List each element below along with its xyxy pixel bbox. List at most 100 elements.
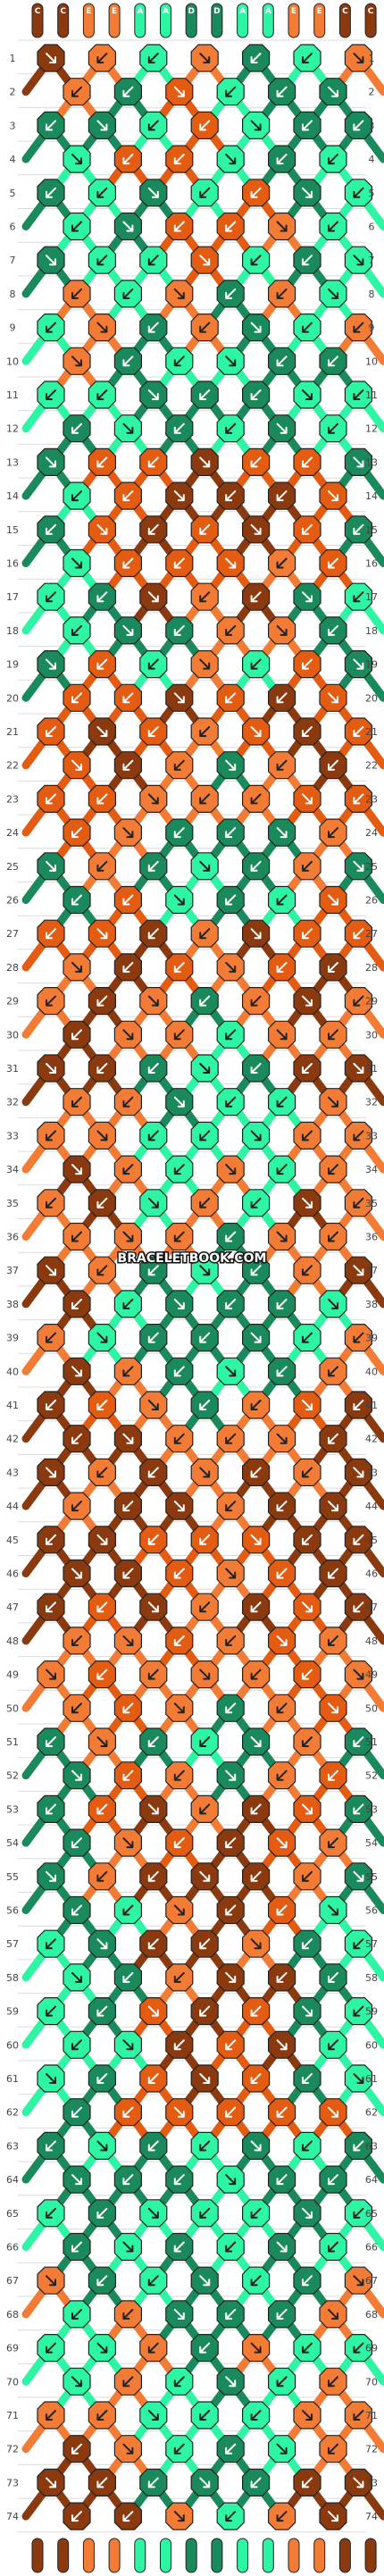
knot-arrow-icon: [173, 759, 185, 771]
knot: [268, 1222, 296, 1251]
knot-arrow-icon: [225, 490, 237, 502]
knot-arrow-icon: [353, 1803, 364, 1815]
row-number-right: 67: [365, 2275, 378, 2287]
row-number-right: 19: [365, 659, 378, 671]
knot-arrow-icon: [96, 1467, 108, 1478]
knot-arrow-icon: [328, 1231, 338, 1242]
knot-arrow-icon: [353, 456, 364, 468]
knot: [88, 582, 116, 611]
knot: [165, 347, 194, 375]
knot-arrow-icon: [122, 2376, 134, 2388]
row-number-left: 51: [6, 1736, 19, 1748]
knot: [88, 1121, 116, 1150]
knot-arrow-icon: [71, 1769, 82, 1781]
knot-arrow-icon: [46, 1938, 56, 1950]
row-number-right: 42: [365, 1434, 378, 1445]
knot: [88, 1929, 116, 1958]
knot: [88, 649, 116, 679]
knot-arrow-icon: [71, 1501, 82, 1512]
knot: [165, 885, 194, 915]
knot: [293, 2064, 321, 2093]
knot: [242, 2131, 271, 2160]
knot-arrow-icon: [276, 1769, 288, 1781]
knot: [88, 515, 116, 544]
knot: [63, 1492, 91, 1520]
knot: [165, 78, 194, 106]
knot-arrow-icon: [96, 456, 108, 468]
knot-arrow-icon: [122, 961, 134, 973]
row-number-left: 47: [6, 1602, 19, 1613]
row-number-left: 49: [6, 1669, 19, 1681]
knot: [319, 1222, 347, 1251]
knot: [344, 919, 372, 948]
knot-arrow-icon: [46, 1063, 56, 1074]
knot: [242, 1256, 271, 1284]
knot-arrow-icon: [173, 2511, 185, 2522]
knot: [216, 1492, 245, 1520]
knot-arrow-icon: [71, 1635, 82, 1646]
knot-arrow-icon: [328, 2376, 338, 2388]
knot-arrow-icon: [46, 860, 56, 872]
knot: [293, 246, 321, 274]
knot-arrow-icon: [328, 86, 338, 97]
knot: [242, 1391, 271, 1419]
knot: [268, 1627, 296, 1655]
knot: [165, 1559, 194, 1588]
knot: [88, 717, 116, 746]
strand-label: A: [137, 7, 143, 16]
knot-arrow-icon: [173, 1231, 185, 1242]
knot-arrow-icon: [353, 2275, 364, 2287]
strand-head: E: [288, 3, 300, 38]
knot: [344, 784, 372, 814]
knot: [190, 1189, 219, 1217]
knot-arrow-icon: [302, 187, 313, 198]
row-number-left: 19: [6, 659, 19, 671]
knot: [37, 1256, 65, 1284]
knot: [242, 1323, 271, 1352]
knot-arrow-icon: [276, 1837, 288, 1849]
knot: [293, 1054, 321, 1083]
knot: [293, 44, 321, 72]
strand-tail: [262, 2538, 274, 2573]
knot-arrow-icon: [276, 692, 288, 704]
knot-arrow-icon: [122, 692, 134, 704]
knot-arrow-icon: [71, 2511, 82, 2522]
knot: [242, 1929, 271, 1958]
knot: [268, 1963, 296, 1992]
knot-arrow-icon: [96, 1803, 108, 1815]
knot: [293, 986, 321, 1016]
knot: [344, 246, 372, 274]
knot: [319, 885, 347, 915]
knot: [139, 1794, 168, 1824]
knot-arrow-icon: [71, 86, 82, 97]
knot-arrow-icon: [96, 1063, 108, 1074]
knot: [319, 1761, 347, 1790]
knot-arrow-icon: [302, 1467, 313, 1478]
knot: [113, 953, 142, 982]
strand-head: C: [338, 3, 351, 38]
knot: [216, 1895, 245, 1925]
strand-label: E: [112, 7, 117, 16]
row-number-left: 29: [6, 996, 19, 1008]
knot-arrow-icon: [225, 1971, 237, 1983]
knot: [88, 2131, 116, 2160]
knot: [165, 1828, 194, 1857]
knot: [190, 986, 219, 1016]
knot-arrow-icon: [173, 961, 185, 973]
knot: [63, 2098, 91, 2127]
knot: [344, 1526, 372, 1554]
row-number-left: 58: [6, 1972, 19, 1984]
knot: [63, 2165, 91, 2194]
row-number-left: 53: [6, 1803, 19, 1815]
knot-arrow-icon: [276, 1164, 288, 1175]
knot-arrow-icon: [328, 288, 338, 299]
knot-arrow-icon: [250, 2410, 262, 2421]
knot-arrow-icon: [173, 1298, 185, 1309]
row-number-left: 40: [6, 1366, 19, 1377]
knot-arrow-icon: [199, 658, 211, 670]
knot: [37, 986, 65, 1016]
knot: [344, 1660, 372, 1689]
knot-arrow-icon: [353, 726, 364, 737]
knot-arrow-icon: [173, 894, 185, 906]
knot-arrow-icon: [328, 894, 338, 906]
